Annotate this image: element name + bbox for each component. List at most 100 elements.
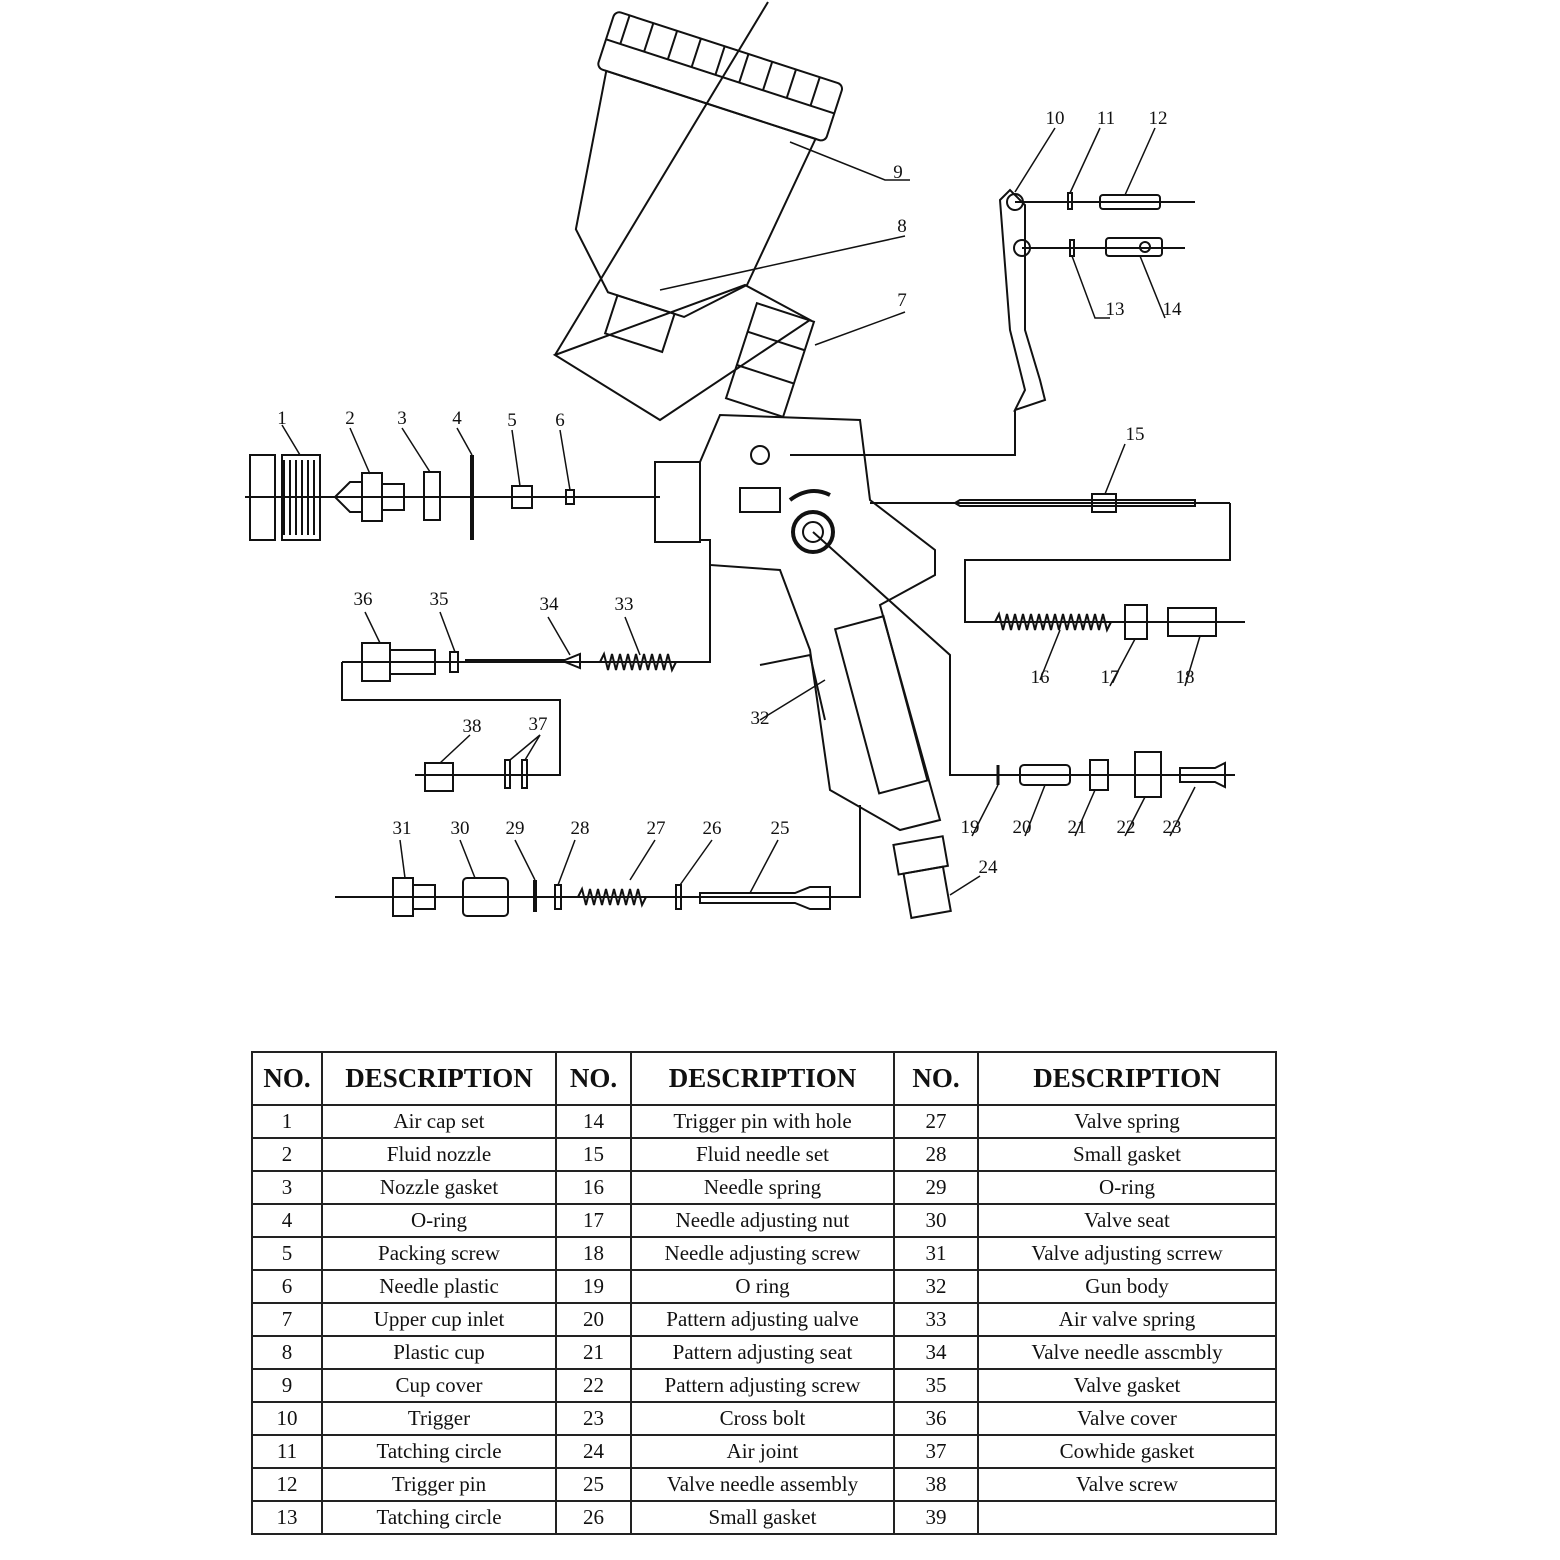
callout-13: 13 <box>1106 299 1125 320</box>
callout-5: 5 <box>507 410 517 431</box>
valve-needle-drawing <box>465 652 581 670</box>
header-description-1: DESCRIPTION <box>321 1051 557 1106</box>
part-number-cell: 21 <box>555 1335 632 1370</box>
cowhide-gasket-drawing-a <box>504 759 511 789</box>
part-description-cell: Cowhide gasket <box>977 1434 1277 1469</box>
part-number-cell: 3 <box>251 1170 323 1205</box>
callout-18: 18 <box>1176 667 1195 688</box>
part-description-cell: Valve seat <box>977 1203 1277 1238</box>
air-valve-spring-drawing <box>599 651 677 673</box>
part-description-cell: Needle adjusting screw <box>630 1236 895 1271</box>
part-number-cell: 28 <box>893 1137 979 1172</box>
valve-cover-drawing <box>361 642 436 682</box>
part-description-cell: Air valve spring <box>977 1302 1277 1337</box>
part-description-cell: O ring <box>630 1269 895 1304</box>
part-number-cell: 17 <box>555 1203 632 1238</box>
part-number-cell: 26 <box>555 1500 632 1535</box>
valve-gasket-drawing <box>449 651 459 673</box>
callout-37: 37 <box>529 714 548 735</box>
part-description-cell: Pattern adjusting ualve <box>630 1302 895 1337</box>
part-description-cell: Trigger pin <box>321 1467 557 1502</box>
part-description-cell <box>977 1500 1277 1535</box>
callout-15: 15 <box>1126 424 1145 445</box>
cowhide-gasket-drawing-b <box>521 759 528 789</box>
callout-22: 22 <box>1117 817 1136 838</box>
part-description-cell: Needle spring <box>630 1170 895 1205</box>
part-number-cell: 19 <box>555 1269 632 1304</box>
pattern-adjusting-screw-drawing <box>1134 751 1162 798</box>
callout-6: 6 <box>555 410 565 431</box>
part-number-cell: 34 <box>893 1335 979 1370</box>
callout-17: 17 <box>1101 667 1120 688</box>
small-gasket-26-drawing <box>675 884 682 910</box>
plastic-cup-drawing <box>574 11 844 354</box>
part-description-cell: Pattern adjusting screw <box>630 1368 895 1403</box>
part-description-cell: Gun body <box>977 1269 1277 1304</box>
callout-24: 24 <box>979 857 999 878</box>
part-description-cell: Needle plastic <box>321 1269 557 1304</box>
part-number-cell: 11 <box>251 1434 323 1469</box>
callout-25: 25 <box>771 818 790 839</box>
part-number-cell: 6 <box>251 1269 323 1304</box>
table-header-row: NO. DESCRIPTION NO. DESCRIPTION NO. DESC… <box>251 1051 1277 1106</box>
callout-11: 11 <box>1097 108 1115 129</box>
part-number-cell: 4 <box>251 1203 323 1238</box>
pattern-adjusting-seat-drawing <box>1089 759 1109 791</box>
callout-1: 1 <box>277 408 287 429</box>
part-number-cell: 39 <box>893 1500 979 1535</box>
part-description-cell: Valve spring <box>977 1104 1277 1139</box>
part-description-cell: Cup cover <box>321 1368 557 1403</box>
part-number-cell: 18 <box>555 1236 632 1271</box>
part-description-cell: Tatching circle <box>321 1500 557 1535</box>
callout-34: 34 <box>540 594 560 615</box>
callout-33: 33 <box>615 594 634 615</box>
part-description-cell: Upper cup inlet <box>321 1302 557 1337</box>
part-number-cell: 9 <box>251 1368 323 1403</box>
part-number-cell: 30 <box>893 1203 979 1238</box>
callout-36: 36 <box>354 589 373 610</box>
part-number-cell: 12 <box>251 1467 323 1502</box>
part-description-cell: Fluid needle set <box>630 1137 895 1172</box>
part-description-cell: Small gasket <box>977 1137 1277 1172</box>
callout-4: 4 <box>452 408 462 429</box>
callout-3: 3 <box>397 408 407 429</box>
part-number-cell: 24 <box>555 1434 632 1469</box>
packing-screw-drawing <box>511 485 533 509</box>
callout-35: 35 <box>430 589 449 610</box>
callout-7: 7 <box>897 290 907 311</box>
callout-30: 30 <box>451 818 470 839</box>
callout-29: 29 <box>506 818 525 839</box>
header-no-2: NO. <box>555 1051 632 1106</box>
valve-needle-assembly-drawing <box>699 886 831 910</box>
part-description-cell: Fluid nozzle <box>321 1137 557 1172</box>
part-description-cell: Air joint <box>630 1434 895 1469</box>
part-number-cell: 15 <box>555 1137 632 1172</box>
part-number-cell: 10 <box>251 1401 323 1436</box>
trigger-drawing <box>790 188 1195 456</box>
part-description-cell: Nozzle gasket <box>321 1170 557 1205</box>
callout-31: 31 <box>393 818 412 839</box>
needle-spring-drawing <box>994 611 1112 633</box>
fluid-needle-drawing <box>870 493 1245 623</box>
air-cap-set-drawing <box>249 454 321 541</box>
part-description-cell: Valve screw <box>977 1467 1277 1502</box>
part-number-cell: 32 <box>893 1269 979 1304</box>
needle-adjusting-nut-drawing <box>1124 604 1148 640</box>
upper-cup-inlet-drawing <box>724 301 816 419</box>
header-no-1: NO. <box>251 1051 323 1106</box>
part-description-cell: Small gasket <box>630 1500 895 1535</box>
callout-20: 20 <box>1013 817 1032 838</box>
part-number-cell: 22 <box>555 1368 632 1403</box>
part-description-cell: Cross bolt <box>630 1401 895 1436</box>
callout-32: 32 <box>751 708 770 729</box>
